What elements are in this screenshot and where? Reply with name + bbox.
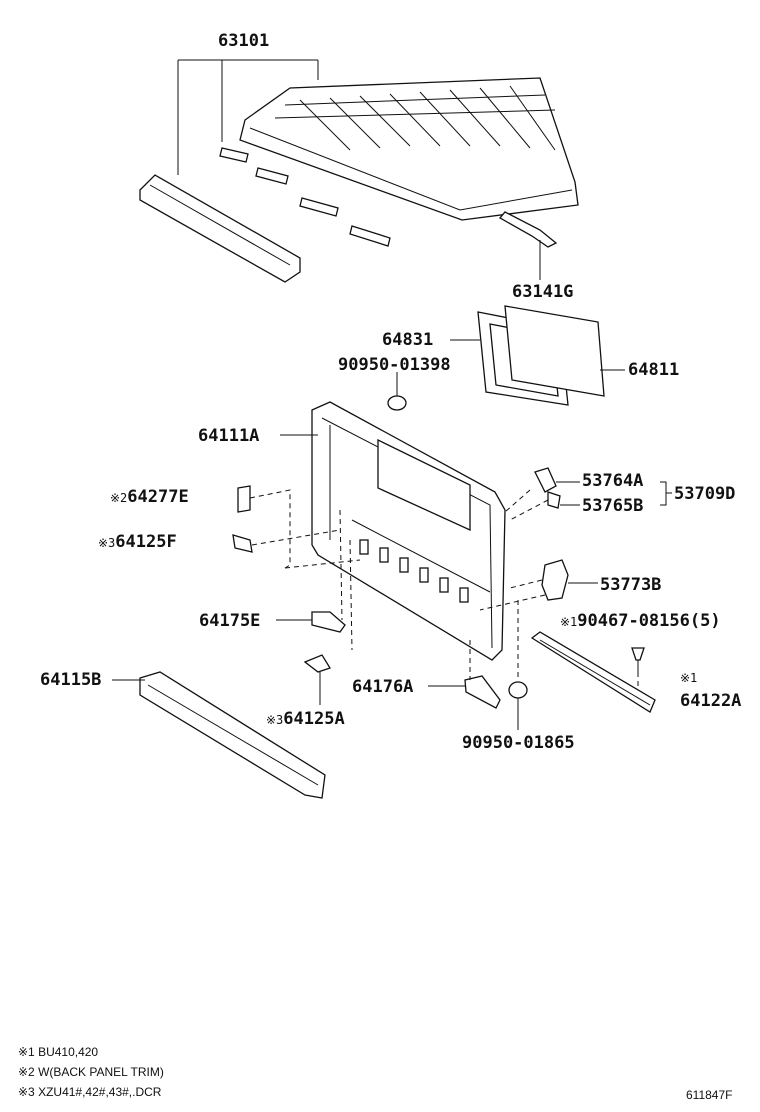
strip-64122a — [530, 631, 656, 713]
bracket-64175e — [311, 611, 346, 633]
label-53773b: 53773B — [600, 575, 662, 595]
footnote-1: ※1 BU410,420 — [18, 1045, 99, 1059]
footnote-3: ※3 XZU41#,42#,43#,.DCR — [18, 1085, 162, 1099]
roof-front-rail — [139, 174, 301, 283]
bracket-53764a — [534, 467, 557, 493]
label-64122a-mark: ※1 — [680, 668, 697, 687]
dashed-guide-left — [284, 509, 361, 651]
part-number: 64277E — [127, 487, 189, 507]
figure-id: 611847F — [686, 1088, 733, 1102]
bracket-64176a — [464, 675, 501, 709]
dashed-guide-hinge — [479, 579, 546, 611]
label-64277e: ※264277E — [110, 488, 189, 507]
part-number: 90467-08156(5) — [577, 611, 721, 631]
label-64122a: 64122A — [680, 691, 742, 711]
footnote-2: ※2 W(BACK PANEL TRIM) — [18, 1065, 164, 1079]
label-64115b: 64115B — [40, 670, 102, 690]
part-number: 64125A — [283, 709, 345, 729]
leader-63101 — [177, 59, 319, 175]
dashed-guide-right — [504, 489, 549, 521]
label-64125a: ※364125A — [266, 710, 345, 729]
clip-64277e — [237, 485, 291, 569]
label-63141g: 63141G — [512, 282, 574, 302]
roof-seal-strips — [219, 147, 391, 247]
label-64811: 64811 — [628, 360, 680, 380]
label-53709d: 53709D — [674, 484, 736, 504]
roof-panel — [239, 77, 579, 221]
label-64175e: 64175E — [199, 611, 261, 631]
bracket-53709d — [660, 481, 672, 506]
grommet-lower — [508, 681, 528, 730]
part-number: 64125F — [115, 532, 177, 552]
label-64111a: 64111A — [198, 426, 260, 446]
clip-90467 — [631, 647, 645, 672]
note-mark-2: ※2 — [110, 491, 128, 505]
label-64176a: 64176A — [352, 677, 414, 697]
label-90950-01398: 90950-01398 — [338, 355, 451, 375]
bracket-64125a — [303, 654, 331, 705]
roof-bow-rear — [499, 211, 558, 248]
label-63101: 63101 — [218, 31, 270, 51]
back-panel — [311, 401, 506, 661]
bracket-64125f — [232, 529, 341, 553]
hinge-53773b — [541, 559, 569, 601]
bracket-53765b — [547, 491, 561, 509]
label-53765b: 53765B — [582, 496, 644, 516]
label-90950-01865: 90950-01865 — [462, 733, 575, 753]
label-90467-08156: ※190467-08156(5) — [560, 612, 721, 631]
note-mark-3: ※3 — [98, 536, 116, 550]
label-53764a: 53764A — [582, 471, 644, 491]
grommet-upper — [387, 372, 407, 411]
sill-64115b — [139, 671, 326, 799]
note-mark-3: ※3 — [266, 713, 284, 727]
note-mark-1: ※1 — [560, 615, 578, 629]
note-mark-1: ※1 — [680, 671, 698, 685]
window-glass — [504, 305, 605, 397]
label-64831: 64831 — [382, 330, 434, 350]
label-64125f: ※364125F — [98, 533, 177, 552]
